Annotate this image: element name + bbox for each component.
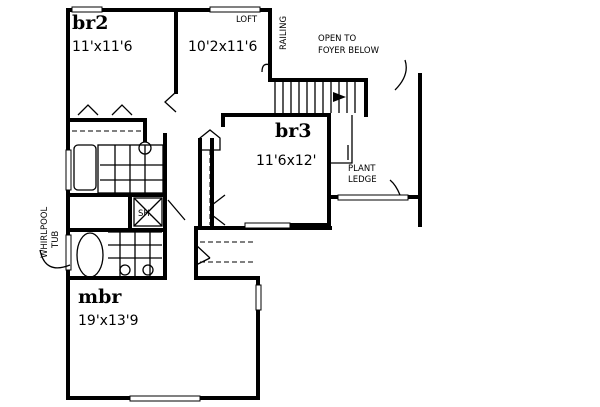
stairs: [274, 82, 356, 164]
foyer-below-label: FOYER BELOW: [318, 46, 380, 56]
loft-name: LOFT: [236, 15, 258, 25]
br2-name: br2: [72, 12, 109, 34]
open-to-label: OPEN TO: [318, 34, 356, 44]
ledge-label: LEDGE: [348, 175, 377, 185]
room-labels: br2 11'x11'6 LOFT 10'2x11'6 br3 11'6x12'…: [72, 12, 317, 329]
tub-label: TUB: [51, 231, 61, 249]
br2-size: 11'x11'6: [72, 39, 133, 55]
br3-name: br3: [275, 120, 312, 142]
br3-size: 11'6x12': [256, 153, 317, 169]
annotations: RAILING OPEN TO FOYER BELOW PLANT LEDGE …: [40, 16, 380, 258]
plant-label: PLANT: [348, 164, 376, 174]
windows: [65, 6, 409, 402]
railing-label: RAILING: [279, 16, 289, 50]
whirlpool-label: WHIRLPOOL: [40, 207, 50, 258]
fixtures: [39, 59, 407, 278]
walls: [66, 8, 422, 400]
mbr-size: 19'x13'9: [78, 313, 139, 329]
loft-size: 10'2x11'6: [188, 39, 258, 55]
shower-label: SH.: [138, 209, 152, 219]
mbr-name: mbr: [78, 286, 122, 308]
